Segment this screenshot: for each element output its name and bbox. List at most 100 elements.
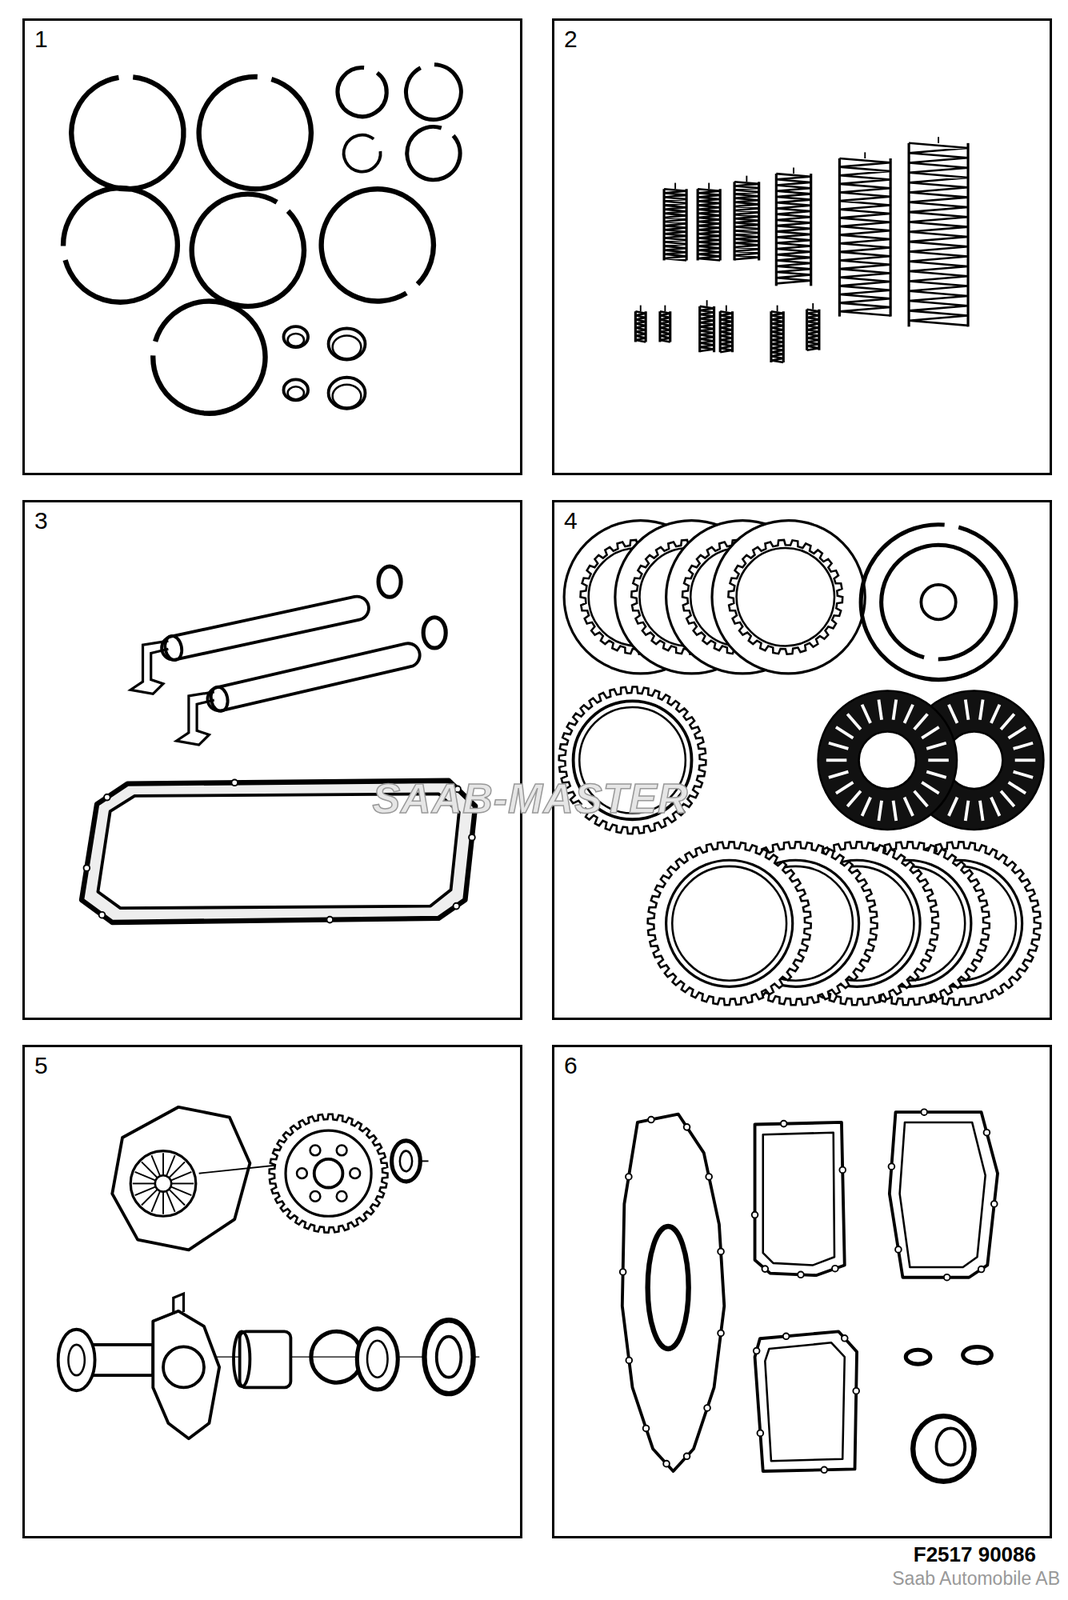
coil-spring bbox=[908, 143, 968, 326]
washer-slot bbox=[1013, 743, 1033, 749]
washer bbox=[905, 1349, 931, 1364]
split-ring bbox=[321, 188, 434, 301]
bushing bbox=[332, 384, 362, 408]
housing-gasket bbox=[648, 1226, 689, 1349]
split-ring bbox=[407, 126, 460, 180]
figure-code: F2517 90086 bbox=[913, 1542, 1036, 1568]
damper-spring bbox=[310, 1191, 321, 1202]
clutch-disc bbox=[269, 1114, 388, 1233]
housing-gasket bbox=[622, 1114, 725, 1472]
split-ring bbox=[344, 135, 381, 172]
part-stroke bbox=[163, 1346, 204, 1388]
coil-spring bbox=[697, 188, 720, 260]
bolt-hole bbox=[752, 1212, 759, 1219]
pilot-bearing bbox=[400, 1151, 412, 1172]
coil-spring bbox=[775, 173, 778, 286]
coil-spring bbox=[732, 181, 736, 260]
bolt-hole bbox=[625, 1173, 632, 1180]
part-stroke bbox=[314, 1159, 344, 1188]
washer-slot bbox=[878, 700, 882, 720]
diaphragm-finger bbox=[162, 1152, 164, 1176]
steel-plate bbox=[648, 841, 812, 1005]
split-ring bbox=[405, 64, 461, 120]
coil-spring bbox=[664, 305, 666, 312]
panel-number: 6 bbox=[564, 1052, 578, 1080]
diaphragm-finger bbox=[151, 1155, 160, 1176]
bolt-hole bbox=[648, 1116, 655, 1124]
bolt-hole bbox=[326, 916, 333, 924]
bolt-hole bbox=[984, 1129, 991, 1136]
washer-slot bbox=[965, 700, 969, 720]
washer-slot bbox=[921, 782, 939, 794]
washer-slot bbox=[847, 791, 861, 807]
coil-spring bbox=[745, 176, 748, 183]
coil-spring bbox=[706, 300, 708, 307]
coil-spring bbox=[782, 311, 785, 363]
bolt-hole bbox=[468, 834, 476, 841]
split-ring bbox=[152, 300, 265, 413]
oil-seal bbox=[936, 1428, 966, 1465]
coil-spring bbox=[708, 183, 710, 190]
split-ring bbox=[860, 524, 1016, 680]
thrust-washer bbox=[818, 691, 957, 830]
coil-spring bbox=[734, 181, 760, 260]
gasket bbox=[763, 1132, 835, 1266]
washer bbox=[963, 1346, 992, 1363]
thrust-washer bbox=[859, 732, 916, 789]
guide-tube bbox=[58, 1329, 96, 1392]
bolt-hole bbox=[797, 1272, 804, 1279]
watermark: SAAB-MASTER bbox=[372, 774, 688, 823]
filter-tube bbox=[173, 608, 358, 648]
part-stroke bbox=[672, 866, 787, 981]
bolt-hole bbox=[643, 1425, 650, 1432]
coil-spring bbox=[839, 158, 891, 316]
washer-slot bbox=[828, 772, 848, 778]
gasket bbox=[889, 1112, 998, 1278]
washer-slot bbox=[980, 700, 984, 720]
coil-spring bbox=[712, 306, 716, 352]
leader-line bbox=[418, 1160, 429, 1162]
diaphragm-finger bbox=[166, 1191, 176, 1212]
figure-panel: 2 bbox=[552, 18, 1052, 476]
diaphragm-finger bbox=[170, 1172, 192, 1181]
washer-slot bbox=[1000, 791, 1015, 807]
damper-spring bbox=[336, 1145, 348, 1156]
pressure-plate bbox=[112, 1107, 250, 1251]
bolt-hole bbox=[820, 1466, 828, 1473]
washer-slot bbox=[991, 704, 1000, 724]
washer-slot bbox=[1015, 758, 1036, 762]
coil-spring bbox=[635, 311, 646, 342]
bolt-hole bbox=[852, 1388, 860, 1395]
bolt-hole bbox=[757, 1430, 764, 1437]
bolt-hole bbox=[783, 1332, 790, 1340]
bolt-hole bbox=[895, 1246, 902, 1253]
bolt-hole bbox=[717, 1330, 724, 1337]
bolt-hole bbox=[84, 864, 91, 872]
coil-spring bbox=[889, 158, 892, 317]
coil-spring bbox=[696, 188, 700, 260]
washer-slot bbox=[904, 704, 913, 724]
bolt-hole bbox=[944, 1274, 951, 1281]
part-stroke bbox=[285, 1130, 372, 1216]
bolt-hole bbox=[761, 1265, 768, 1272]
split-ring bbox=[337, 67, 387, 116]
washer-slot bbox=[926, 743, 946, 749]
coil-spring bbox=[907, 143, 910, 328]
release-bearing bbox=[367, 1340, 388, 1378]
bolt-hole bbox=[991, 1200, 998, 1208]
washer-slot bbox=[862, 797, 872, 816]
washer-slot bbox=[828, 743, 848, 749]
pilot-bearing bbox=[392, 1140, 421, 1182]
coil-spring bbox=[731, 311, 734, 352]
split-ring bbox=[71, 76, 184, 189]
panel-number: 1 bbox=[34, 25, 48, 53]
coil-spring bbox=[698, 306, 701, 352]
bushing bbox=[288, 333, 304, 347]
filter-tube bbox=[163, 634, 184, 662]
washer-slot bbox=[1008, 782, 1026, 794]
bolt-hole bbox=[832, 1265, 839, 1272]
gasket bbox=[900, 1122, 986, 1268]
bracket bbox=[130, 640, 168, 694]
coil-spring bbox=[660, 311, 671, 342]
diaphragm-finger bbox=[135, 1186, 156, 1196]
